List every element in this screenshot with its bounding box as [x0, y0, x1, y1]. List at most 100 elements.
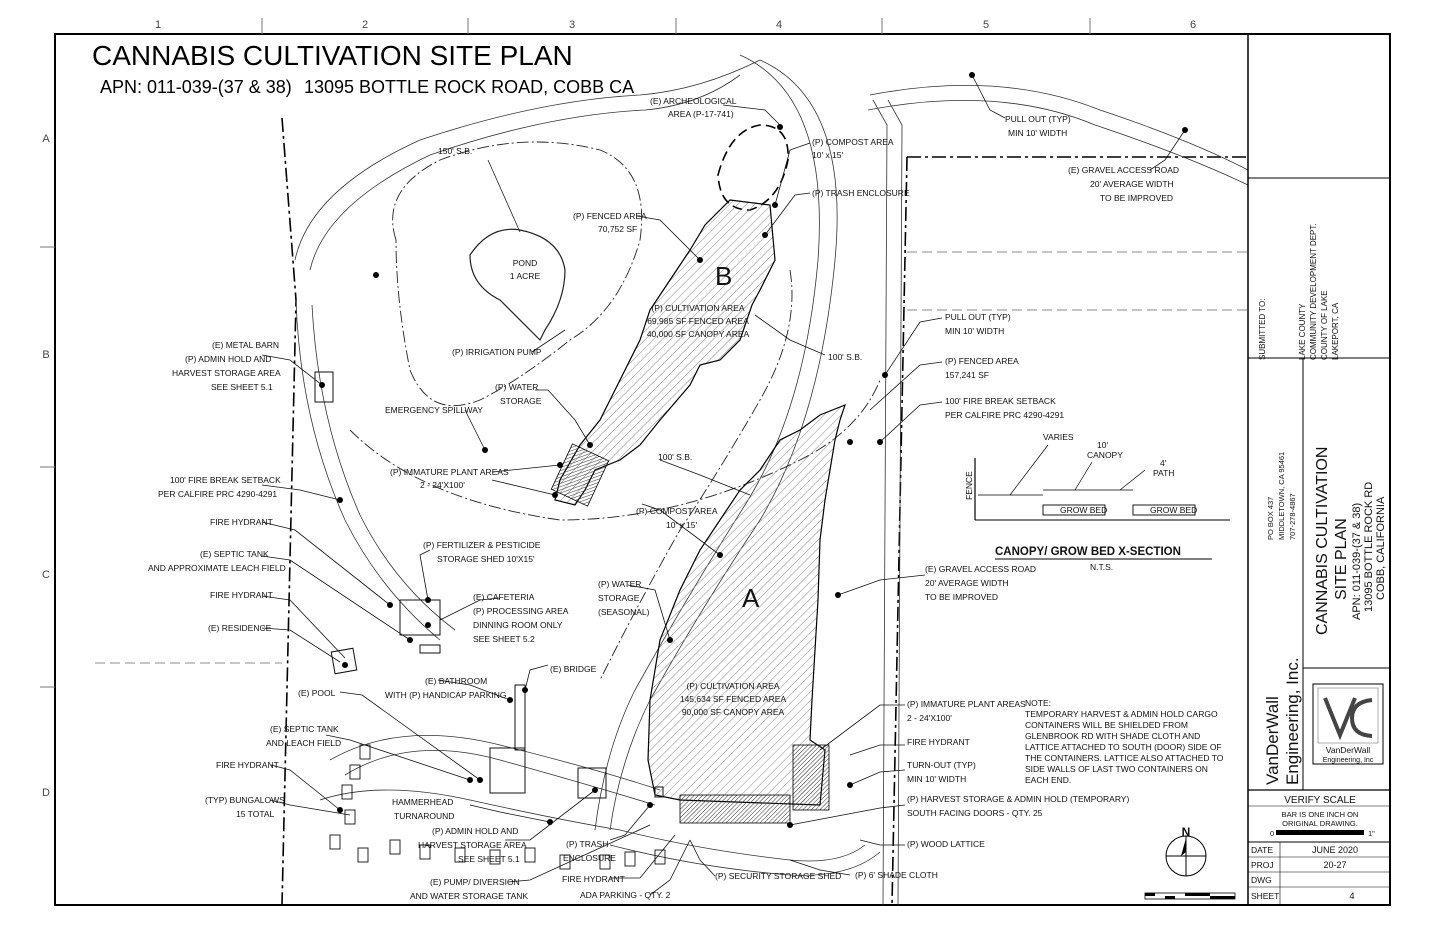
- label-metal-barn-4: SEE SHEET 5.1: [211, 382, 273, 392]
- tb-agency-4: LAKEPORT, CA: [1331, 302, 1340, 360]
- note-line-0: NOTE:: [1025, 698, 1051, 708]
- xsection-nts: N.T.S.: [1090, 562, 1113, 572]
- label-setback-100b: 100' S.B.: [658, 452, 692, 462]
- label-fenced-a-2: 157,241 SF: [945, 370, 989, 380]
- grid-col-3: 3: [569, 19, 575, 31]
- label-gravel-mid-2: 20' AVERAGE WIDTH: [925, 578, 1009, 588]
- tb-agency-1: LAKE COUNTY: [1298, 303, 1307, 360]
- tb-verify-scale: VERIFY SCALE: [1284, 795, 1356, 806]
- tb-bar-right: 1": [1368, 829, 1375, 838]
- tb-firm-2: Engineering, Inc.: [1283, 657, 1302, 785]
- grid-rows: A B C D: [40, 133, 55, 799]
- tb-bar-note-2: ORIGINAL DRAWING.: [1282, 819, 1358, 828]
- label-water-seasonal-2: STORAGE: [598, 593, 640, 603]
- label-trash-bottom-1: (P) TRASH: [566, 839, 608, 849]
- label-pull-out-top-1: PULL OUT (TYP): [1005, 114, 1071, 124]
- label-cultivation-a-1: (P) CULTIVATION AREA: [686, 681, 779, 691]
- label-metal-barn-1: (E) METAL BARN: [212, 340, 279, 350]
- note-line-2: CONTAINERS WILL BE SHIELDED FROM: [1025, 720, 1188, 730]
- label-fenced-b-1: (P) FENCED AREA: [573, 211, 647, 221]
- label-bathroom-1: (E) BATHROOM: [425, 676, 487, 686]
- cultivation-area-b: B: [550, 199, 776, 507]
- label-fire-break-right-1: 100' FIRE BREAK SETBACK: [945, 396, 1056, 406]
- label-admin-hold-1: (P) ADMIN HOLD AND: [432, 826, 518, 836]
- label-setback-100a: 100' S.B.: [828, 352, 862, 362]
- label-admin-hold-3: SEE SHEET 5.1: [458, 854, 520, 864]
- graphic-scale: [1144, 892, 1236, 900]
- tb-owner-3: 707-278-4867: [1288, 493, 1297, 540]
- plan-labels: (E) ARCHEOLOGICAL AREA (P-17-741) (P) CO…: [148, 96, 938, 901]
- label-fire-break-right-2: PER CALFIRE PRC 4290-4291: [945, 410, 1064, 420]
- note-line-6: SIDE WALLS OF LAST TWO CONTAINERS ON: [1025, 764, 1208, 774]
- label-security-shed: (P) SECURITY STORAGE SHED: [715, 871, 841, 881]
- label-immature-top-2: 2 - 24'X100': [420, 480, 465, 490]
- grid-row-b: B: [42, 349, 49, 361]
- label-fire-break-left-1: 100' FIRE BREAK SETBACK: [170, 475, 281, 485]
- grid-col-1: 1: [155, 19, 161, 31]
- label-cultivation-b-3: 40,000 SF CANOPY AREA: [647, 329, 750, 339]
- grid-col-4: 4: [776, 19, 782, 31]
- label-residence: (E) RESIDENCE: [208, 623, 272, 633]
- label-fire-hydrant-3: FIRE HYDRANT: [216, 760, 279, 770]
- label-turn-out-1: TURN-OUT (TYP): [907, 760, 976, 770]
- label-water-seasonal-1: (P) WATER: [598, 579, 641, 589]
- subtitle-address: 13095 BOTTLE ROCK ROAD, COBB CA: [304, 77, 634, 97]
- xsection-path-dim: 4': [1160, 458, 1167, 468]
- label-bathroom-2: WITH (P) HANDICAP PARKING: [385, 690, 507, 700]
- label-cultivation-a-3: 90,000 SF CANOPY AREA: [682, 707, 785, 717]
- tb-sheet-title-2: SITE PLAN: [1333, 518, 1350, 600]
- label-compost-mid-1: (P) COMPOST AREA: [636, 506, 718, 516]
- xsection-canopy-dim: 10': [1097, 440, 1108, 450]
- xsection-title: CANOPY/ GROW BED X-SECTION: [995, 546, 1181, 558]
- xsection-bed-1: GROW BED: [1060, 505, 1107, 515]
- grid-row-d: D: [42, 787, 50, 799]
- label-septic-2-2: AND LEACH FIELD: [266, 738, 341, 748]
- sheet-border: [54, 33, 1391, 906]
- xsection-path: PATH: [1153, 468, 1174, 478]
- label-immature-bottom-1: (P) IMMATURE PLANT AREAS: [907, 699, 1026, 709]
- tb-owner-1: PO BOX 437: [1266, 497, 1275, 540]
- north-arrow: N: [1165, 825, 1207, 877]
- label-metal-barn-3: HARVEST STORAGE AREA: [172, 368, 281, 378]
- grid-row-a: A: [42, 133, 50, 145]
- label-cafeteria-4: SEE SHEET 5.2: [473, 634, 535, 644]
- setback-150-label: 150' S.B.: [438, 146, 472, 156]
- label-fire-break-left-2: PER CALFIRE PRC 4290-4291: [158, 489, 277, 499]
- label-pull-out-mid-1: PULL OUT (TYP): [945, 312, 1011, 322]
- label-wood-lattice: (P) WOOD LATTICE: [907, 839, 985, 849]
- leader-lines: [261, 74, 1186, 896]
- label-water-seasonal-3: (SEASONAL): [598, 607, 650, 617]
- label-trash-bottom-2: ENCLOSURE: [563, 853, 616, 863]
- label-bungalows-1: (TYP) BUNGALOWS: [205, 795, 285, 805]
- tb-sheet-title-1: CANNABIS CULTIVATION: [1314, 447, 1331, 635]
- setback-lines: [349, 141, 881, 681]
- tb-firm-1: VanDerWall: [1263, 696, 1282, 785]
- label-hammerhead-2: TURNAROUND: [394, 811, 454, 821]
- tb-agency-2: COMMUNITY DEVELOPMENT DEPT.: [1309, 223, 1318, 360]
- pond-size: 1 ACRE: [510, 271, 541, 281]
- label-gravel-top-2: 20' AVERAGE WIDTH: [1090, 179, 1174, 189]
- xsection-canopy: CANOPY: [1087, 450, 1123, 460]
- label-compost-top-2: 10' x 15': [812, 150, 844, 160]
- label-pump-2: AND WATER STORAGE TANK: [410, 891, 528, 901]
- grid-col-2: 2: [362, 19, 368, 31]
- tb-row-label-0: DATE: [1251, 845, 1273, 855]
- label-fire-hydrant-1: FIRE HYDRANT: [210, 517, 273, 527]
- tb-row-label-2: DWG: [1251, 875, 1272, 885]
- label-fenced-a-1: (P) FENCED AREA: [945, 356, 1019, 366]
- tb-sheet-title-3: APN: 011-039-(37 & 38): [1351, 503, 1363, 620]
- label-immature-top-1: (P) IMMATURE PLANT AREAS: [390, 467, 509, 477]
- label-septic-1-2: AND APPROXIMATE LEACH FIELD: [148, 563, 286, 573]
- label-water-storage-1: (P) WATER: [495, 382, 538, 392]
- cultivation-area-a: A: [647, 403, 846, 824]
- pond-label: POND: [513, 258, 538, 268]
- label-bridge: (E) BRIDGE: [550, 664, 597, 674]
- label-pool: (E) POOL: [298, 688, 336, 698]
- grid-col-6: 6: [1190, 19, 1196, 31]
- firm-logo: VanDerWall Engineering, Inc: [1312, 683, 1384, 765]
- tb-row-label-3: SHEET: [1251, 891, 1279, 901]
- label-fenced-b-2: 70,752 SF: [598, 224, 637, 234]
- label-emergency-spillway: EMERGENCY SPILLWAY: [385, 405, 483, 415]
- page-title: CANNABIS CULTIVATION SITE PLAN: [92, 40, 573, 71]
